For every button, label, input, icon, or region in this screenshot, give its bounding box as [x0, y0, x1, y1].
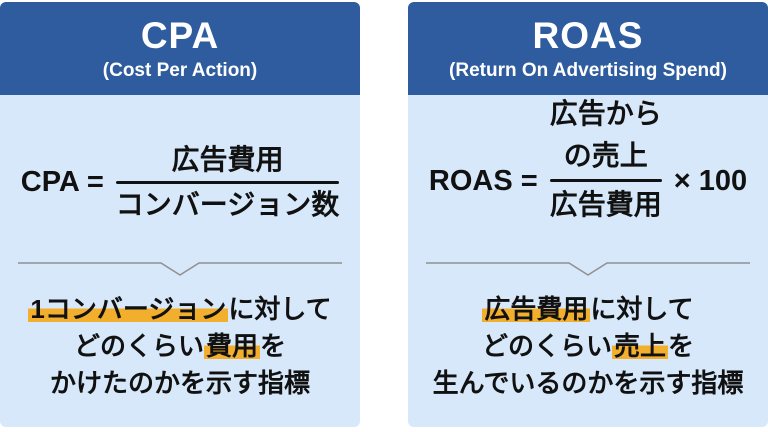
cpa-fraction-bar [115, 181, 340, 184]
cpa-body: CPA = 広告費用 コンバージョン数 1コンバージョンに対して どのくらい費用… [0, 95, 360, 427]
roas-description-line-3: 生んでいるのかを示す指標 [408, 365, 768, 402]
roas-fraction-numerator-line-2: の売上 [563, 140, 648, 171]
highlighted-text: 広告費用 [482, 294, 591, 324]
cpa-header: CPA (Cost Per Action) [0, 2, 360, 95]
roas-formula: ROAS = 広告から の売上 広告費用 × 100 [408, 93, 768, 226]
text-segment: どのくらい [73, 331, 204, 361]
cpa-divider-chevron [18, 262, 342, 276]
cpa-description-line-1: 1コンバージョンに対して [0, 291, 360, 328]
text-segment: 生んでいるのかを示す指標 [432, 368, 744, 398]
text-segment: を [668, 331, 695, 361]
cpa-title: CPA [140, 14, 220, 56]
card-roas: ROAS (Return On Advertising Spend) ROAS … [408, 2, 768, 427]
roas-description-line-1: 広告費用に対して [408, 291, 768, 328]
text-segment: を [260, 331, 287, 361]
cpa-fraction-denominator: コンバージョン数 [115, 189, 340, 220]
roas-divider-chevron [426, 262, 750, 276]
roas-fraction-numerator-line-1: 広告から [549, 98, 662, 129]
roas-header: ROAS (Return On Advertising Spend) [408, 2, 768, 95]
text-segment: に対して [228, 294, 332, 324]
roas-fraction-denominator: 広告費用 [549, 189, 662, 220]
roas-body: ROAS = 広告から の売上 広告費用 × 100 広告費用に対して どのくら… [408, 95, 768, 427]
roas-formula-lhs: ROAS = [428, 165, 538, 197]
roas-formula-multiplier: × 100 [673, 165, 748, 197]
cpa-fraction: 広告費用 コンバージョン数 [115, 141, 340, 224]
cpa-fraction-numerator: 広告費用 [171, 144, 284, 175]
card-cpa: CPA (Cost Per Action) CPA = 広告費用 コンバージョン… [0, 2, 360, 427]
text-segment: かけたのかを示す指標 [49, 368, 310, 398]
text-segment: に対して [590, 294, 694, 324]
highlighted-text: 売上 [611, 331, 668, 361]
cpa-subtitle: (Cost Per Action) [102, 60, 258, 82]
roas-fraction: 広告から の売上 広告費用 [549, 93, 662, 226]
highlighted-text: 1コンバージョン [28, 294, 229, 324]
cpa-formula: CPA = 広告費用 コンバージョン数 [0, 141, 360, 224]
roas-subtitle: (Return On Advertising Spend) [449, 60, 727, 82]
cpa-description-line-3: かけたのかを示す指標 [0, 365, 360, 402]
highlighted-text: 費用 [203, 331, 260, 361]
roas-description: 広告費用に対して どのくらい売上を 生んでいるのかを示す指標 [408, 291, 768, 402]
roas-fraction-bar [549, 179, 662, 182]
roas-title: ROAS [532, 14, 644, 56]
text-segment: どのくらい [481, 331, 612, 361]
cpa-formula-lhs: CPA = [20, 166, 104, 198]
cpa-description-line-2: どのくらい費用を [0, 328, 360, 365]
cpa-description: 1コンバージョンに対して どのくらい費用を かけたのかを示す指標 [0, 291, 360, 402]
roas-description-line-2: どのくらい売上を [408, 328, 768, 365]
